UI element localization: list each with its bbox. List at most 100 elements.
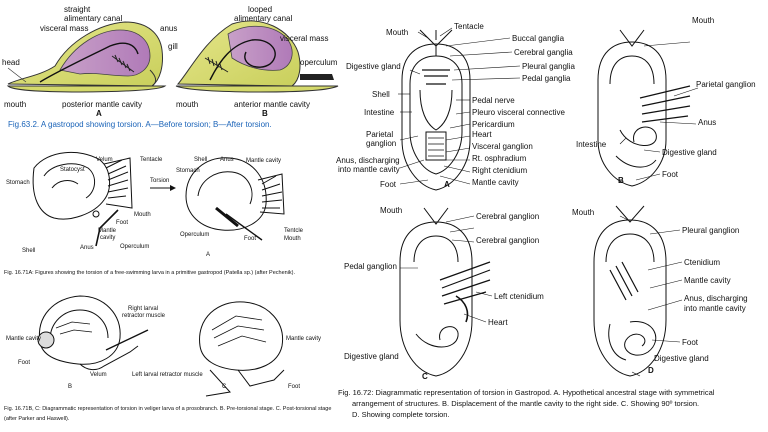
- label-b-mouth: Mouth: [692, 16, 715, 25]
- veliger-c-post-torsional: [199, 301, 285, 397]
- label-a-ganglion: ganglion: [366, 139, 397, 148]
- label-d-into-mantle-cavity: into mantle cavity: [684, 304, 746, 313]
- label-c-cerebral-ganglion-2: Cerebral ganglion: [476, 236, 540, 245]
- label-shell-1: Shell: [22, 248, 36, 254]
- label-a-cerebral-ganglia: Cerebral ganglia: [514, 48, 573, 57]
- gastropod-stage-a: [401, 29, 471, 191]
- label-c-digestive-gland: Digestive gland: [344, 352, 399, 361]
- label-operculum-2: Operculum: [180, 232, 210, 238]
- caption-fig-16-72-line-3: D. Showing complete torsion.: [352, 410, 450, 419]
- figure-letter-a: A: [96, 109, 102, 118]
- label-cavity: cavity: [100, 235, 116, 241]
- label-d-anus-discharging: Anus, discharging: [684, 294, 748, 303]
- figure-letter-72a: A: [444, 180, 450, 189]
- label-a-rt-osphradium: Rt. osphradium: [472, 154, 527, 163]
- label-mouth-a: mouth: [4, 100, 27, 109]
- label-a-digestive-gland: Digestive gland: [346, 62, 401, 71]
- label-mantle-cavity-b: Mantle cavity: [6, 336, 42, 342]
- label-tentacle-1: Tentacle: [140, 157, 163, 163]
- caption-fig-16-71bc: Fig. 16.71B, C: Diagrammatic representat…: [4, 406, 332, 422]
- label-a-pedal-ganglia: Pedal ganglia: [522, 74, 571, 83]
- label-anus: anus: [160, 24, 178, 33]
- caption-fig-16-72-line-2: arrangement of structures. B. Displaceme…: [352, 399, 700, 408]
- label-head: head: [2, 58, 20, 67]
- label-c-heart: Heart: [488, 318, 508, 327]
- label-b-intestine: Intestine: [576, 140, 607, 149]
- label-a-buccal-ganglia: Buccal ganglia: [512, 34, 565, 43]
- label-d-mouth: Mouth: [572, 208, 595, 217]
- label-c-pedal-ganglion: Pedal ganglion: [344, 262, 397, 271]
- label-a-mouth: Mouth: [386, 28, 409, 37]
- gastropod-stage-c: [399, 207, 491, 377]
- gastropod-stage-b: [597, 29, 691, 187]
- figure-letter-72b: B: [618, 176, 624, 185]
- label-alimentary-canal-a: alimentary canal: [64, 14, 123, 23]
- gastropod-a-before-torsion: [6, 21, 167, 93]
- label-c-cerebral-ganglion-1: Cerebral ganglion: [476, 212, 540, 221]
- larva-post-torsion: [185, 157, 285, 241]
- label-b-parietal-ganglion: Parietal ganglion: [696, 80, 756, 89]
- label-velum-b: Velum: [90, 372, 107, 378]
- label-a-mantle-cavity: Mantle cavity: [472, 178, 519, 187]
- label-a-parietal: Parietal: [366, 130, 394, 139]
- label-a-right-ctenidium: Right ctenidium: [472, 166, 528, 175]
- label-c-mouth: Mouth: [380, 206, 403, 215]
- gastropod-b-after-torsion: [175, 20, 339, 93]
- label-a-tentacle: Tentacle: [454, 22, 484, 31]
- label-posterior-mantle-cavity: posterior mantle cavity: [62, 100, 143, 109]
- label-foot-b: Foot: [18, 360, 31, 366]
- label-d-mantle-cavity: Mantle cavity: [684, 276, 731, 285]
- label-mantle-cavity-c: Mantle cavity: [286, 336, 322, 342]
- label-a-pleural-ganglia: Pleural ganglia: [522, 62, 575, 71]
- label-d-digestive-gland: Digestive gland: [654, 354, 709, 363]
- figure-letter-71a: A: [206, 252, 211, 258]
- caption-fig-16-72-line-1: Fig. 16.72: Diagrammatic representation …: [338, 388, 715, 397]
- label-b-digestive-gland: Digestive gland: [662, 148, 717, 157]
- label-right-larval: Right larval: [128, 306, 159, 312]
- label-d-foot: Foot: [682, 338, 699, 347]
- label-a-anus-discharging: Anus, discharging: [336, 156, 400, 165]
- label-a-heart: Heart: [472, 130, 492, 139]
- label-tentcle: Tentcle: [284, 228, 304, 234]
- label-a-shell: Shell: [372, 90, 390, 99]
- label-mantle-cavity: Mantle cavity: [246, 158, 282, 164]
- label-velum: Velum: [96, 157, 113, 163]
- figure-letter-b: B: [262, 109, 268, 118]
- label-anus-2: Anus: [220, 157, 234, 163]
- label-c-left-ctenidium: Left ctenidium: [494, 292, 544, 301]
- label-a-foot: Foot: [380, 180, 397, 189]
- label-foot-c: Foot: [288, 384, 301, 390]
- label-mouth-2: Mouth: [284, 236, 301, 242]
- label-operculum: operculum: [300, 58, 338, 67]
- figure-letter-71c: C: [222, 384, 227, 390]
- label-shell-2: Shell: [194, 157, 208, 163]
- label-gill: gill: [168, 42, 178, 51]
- torsion-arrow: [150, 185, 176, 191]
- label-a-pedal-nerve: Pedal nerve: [472, 96, 515, 105]
- leader-lines: [398, 27, 699, 377]
- label-visceral-mass-b: visceral mass: [280, 34, 329, 43]
- larva-pre-torsion: [32, 151, 133, 247]
- caption-fig-63-2: Fig.63.2. A gastropod showing torsion. A…: [8, 120, 272, 129]
- label-looped: looped: [248, 5, 273, 14]
- label-a-pericardium: Pericardium: [472, 120, 515, 129]
- label-foot-1: Foot: [116, 220, 129, 226]
- label-d-ctenidium: Ctenidium: [684, 258, 721, 267]
- label-a-pleuro-visceral: Pleuro visceral connective: [472, 108, 565, 117]
- label-operculum-1: Operculum: [120, 244, 150, 250]
- label-statocyst: Statocyst: [60, 167, 85, 173]
- label-b-anus: Anus: [698, 118, 717, 127]
- label-foot-2: Foot: [244, 236, 257, 242]
- label-mouth-1: Mouth: [134, 212, 151, 218]
- label-mouth-b: mouth: [176, 100, 199, 109]
- figure-letter-72c: C: [422, 372, 428, 381]
- label-straight: straight: [64, 5, 91, 14]
- label-stomach-2: Stomach: [176, 168, 200, 174]
- label-a-intestine: Intestine: [364, 108, 395, 117]
- label-anus-1: Anus: [80, 245, 94, 251]
- figure-letter-72d: D: [648, 366, 654, 375]
- gastropod-stage-d: [593, 205, 667, 377]
- label-b-foot: Foot: [662, 170, 679, 179]
